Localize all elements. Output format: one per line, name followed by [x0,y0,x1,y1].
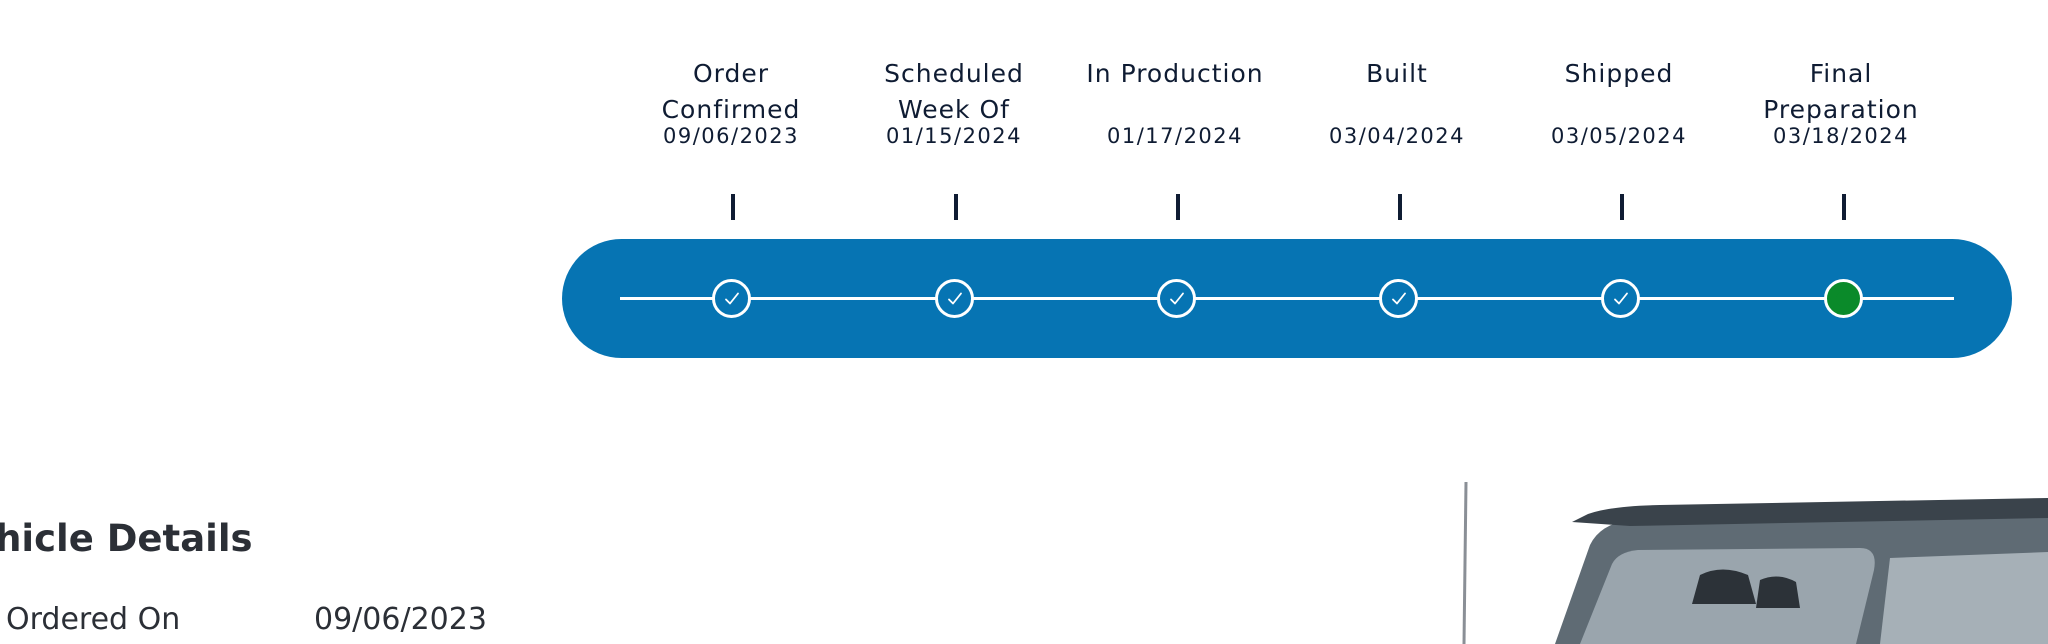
step-tick [954,194,958,220]
side-window [1880,552,2048,644]
order-status-tracker: Order Confirmed 09/06/2023 Scheduled Wee… [0,0,2048,240]
step-node-shipped [1601,279,1640,318]
step-tick [1176,194,1180,220]
step-label: In Production [1086,59,1264,88]
step-node-scheduled-week-of [935,279,974,318]
step-order-confirmed: Order Confirmed 09/06/2023 [626,56,836,150]
step-built: Built 03/04/2024 [1292,56,1502,150]
step-date: 01/17/2024 [1106,124,1244,148]
step-label: Final Preparation [1763,59,1919,124]
progress-line [620,297,1954,300]
step-label: Built [1366,59,1428,88]
step-node-order-confirmed [712,279,751,318]
step-tick [1620,194,1624,220]
step-date: 09/06/2023 [662,124,800,148]
step-date: 01/15/2024 [885,124,1023,148]
step-tick [1842,194,1846,220]
check-icon [1169,292,1184,304]
step-in-production: In Production 01/17/2024 [1070,56,1280,150]
step-date: 03/05/2024 [1550,124,1688,148]
step-scheduled-week-of: Scheduled Week Of 01/15/2024 [849,56,1059,150]
step-label: Shipped [1564,59,1674,88]
seat-silhouette [1756,576,1800,608]
vehicle-details-heading: ehicle Details [0,517,253,560]
vehicle-roof [1572,498,2048,526]
step-final-preparation: Final Preparation 03/18/2024 [1736,56,1946,150]
check-icon [1391,292,1406,304]
ordered-on-value: 09/06/2023 [314,602,487,637]
step-shipped: Shipped 03/05/2024 [1514,56,1724,150]
step-date: 03/18/2024 [1772,124,1910,148]
vehicle-image [1462,481,2048,644]
seat-silhouette [1692,569,1756,604]
step-node-in-production [1157,279,1196,318]
step-label: Scheduled Week Of [884,59,1024,124]
current-dot-icon [1835,290,1852,307]
antenna [1462,481,1468,644]
check-icon [724,292,739,304]
ordered-on-label: Ordered On [6,602,181,637]
step-tick [1398,194,1402,220]
step-label: Order Confirmed [661,59,801,124]
step-date: 03/04/2024 [1328,124,1466,148]
step-node-final-preparation [1824,279,1863,318]
check-icon [1613,292,1628,304]
check-icon [947,292,962,304]
step-node-built [1379,279,1418,318]
step-tick [731,194,735,220]
progress-track [562,239,2012,358]
